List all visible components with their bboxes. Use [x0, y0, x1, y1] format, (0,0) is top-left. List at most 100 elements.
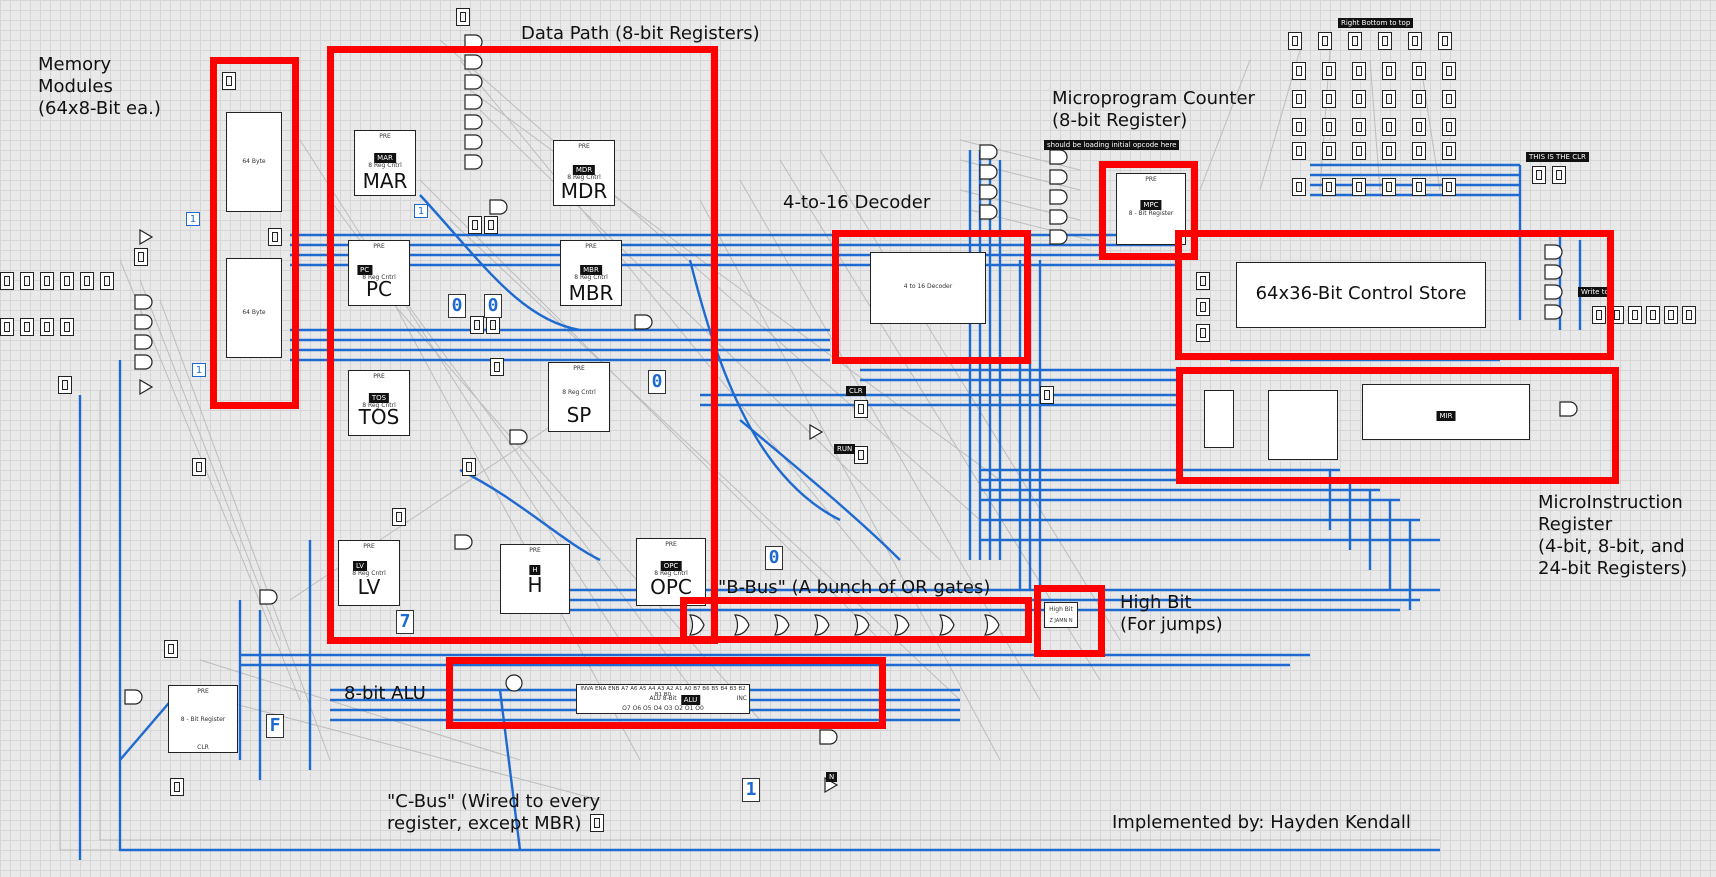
cs-input-pin[interactable] — [1292, 142, 1306, 160]
cs-input-pin[interactable] — [1382, 90, 1396, 108]
cs-input-pin[interactable] — [1382, 178, 1396, 196]
register-lv-label: LV — [357, 575, 381, 599]
data-input-pin[interactable] — [100, 272, 114, 290]
hex-display: F — [266, 714, 284, 738]
cs-input-pin[interactable] — [1378, 32, 1392, 50]
input-pin[interactable] — [392, 508, 406, 526]
cs-input-pin[interactable] — [1442, 62, 1456, 80]
cs-input-pin[interactable] — [1442, 178, 1456, 196]
input-pin[interactable] — [1196, 298, 1210, 316]
cs-input-pin[interactable] — [1322, 178, 1336, 196]
register-h: PRE H H — [500, 544, 570, 614]
cs-input-pin[interactable] — [1412, 178, 1426, 196]
cs-input-pin[interactable] — [1442, 90, 1456, 108]
addr-input-pin[interactable] — [0, 318, 14, 336]
input-pin[interactable] — [164, 640, 178, 658]
cs-input-pin[interactable] — [1382, 62, 1396, 80]
clr-input-pin[interactable] — [1532, 166, 1546, 184]
mir-24bit: MIR — [1362, 384, 1530, 440]
input-pin[interactable] — [462, 458, 476, 476]
hex-display: 1 — [742, 778, 760, 802]
input-pin[interactable] — [222, 72, 236, 90]
cs-input-pin[interactable] — [1382, 142, 1396, 160]
input-pin[interactable] — [456, 8, 470, 26]
cs-input-pin[interactable] — [1322, 90, 1336, 108]
label-b-bus: "B-Bus" (A bunch of OR gates) — [718, 577, 991, 598]
cs-input-pin[interactable] — [1442, 142, 1456, 160]
addr-input-pin[interactable] — [20, 318, 34, 336]
input-pin[interactable] — [484, 216, 498, 234]
input-pin[interactable] — [1196, 324, 1210, 342]
output-pin — [1628, 306, 1642, 324]
cs-input-pin[interactable] — [1382, 118, 1396, 136]
alu-8bit: INVA ENA ENB A7 A6 A5 A4 A3 A2 A1 A0 B7 … — [576, 684, 750, 714]
control-store-label: 64x36-Bit Control Store — [1255, 283, 1467, 304]
cs-input-pin[interactable] — [1352, 118, 1366, 136]
cs-input-pin[interactable] — [1412, 118, 1426, 136]
register-tos-label: TOS — [358, 405, 400, 429]
data-input-pin[interactable] — [40, 272, 54, 290]
clr-input-pin[interactable] — [1552, 166, 1566, 184]
cs-input-pin[interactable] — [1288, 32, 1302, 50]
cs-input-pin[interactable] — [1412, 142, 1426, 160]
cs-input-pin[interactable] — [1412, 62, 1426, 80]
cs-input-pin[interactable] — [1352, 178, 1366, 196]
cs-input-pin[interactable] — [1438, 32, 1452, 50]
cs-input-pin[interactable] — [1322, 62, 1336, 80]
cs-input-pin[interactable] — [1352, 90, 1366, 108]
register-opc-label: OPC — [650, 575, 692, 599]
register-mdr: PRE MDR 8 Reg Cntrl MDR — [553, 140, 615, 206]
input-pin[interactable] — [1196, 272, 1210, 290]
bus-wires — [78, 150, 1582, 860]
cs-input-pin[interactable] — [1412, 90, 1426, 108]
input-pin[interactable] — [468, 216, 482, 234]
cs-input-pin[interactable] — [1352, 62, 1366, 80]
input-pin[interactable] — [490, 358, 504, 376]
register-sp: PRE 8 Reg Cntrl SP — [548, 362, 610, 432]
cs-input-pin[interactable] — [1408, 32, 1422, 50]
cs-input-pin[interactable] — [1292, 62, 1306, 80]
input-pin[interactable] — [134, 248, 148, 266]
addr-input-pin[interactable] — [60, 318, 74, 336]
constant-one: 1 — [192, 363, 206, 377]
cs-input-pin[interactable] — [1292, 118, 1306, 136]
register-8bit-aux: PRE 8 - Bit Register CLR — [168, 685, 238, 753]
input-pin[interactable] — [192, 458, 206, 476]
cs-input-pin[interactable] — [1352, 142, 1366, 160]
addr-input-pin[interactable] — [40, 318, 54, 336]
input-pin[interactable] — [268, 228, 282, 246]
memory-module-2: 64 Byte — [226, 258, 282, 358]
cs-input-pin[interactable] — [1292, 178, 1306, 196]
output-pin — [1610, 306, 1624, 324]
hex-display: 0 — [648, 370, 666, 394]
register-mdr-label: MDR — [560, 179, 608, 203]
register-mar: PRE MAR 8 Reg Cntrl MAR — [354, 130, 416, 196]
input-pin[interactable] — [170, 778, 184, 796]
cs-input-pin[interactable] — [1318, 32, 1332, 50]
mir-8bit — [1268, 390, 1338, 460]
input-pin[interactable] — [58, 376, 72, 394]
input-pin[interactable] — [486, 316, 500, 334]
data-input-pin[interactable] — [60, 272, 74, 290]
data-input-pin[interactable] — [20, 272, 34, 290]
cs-input-pin[interactable] — [1442, 118, 1456, 136]
clr-pin[interactable] — [854, 400, 868, 418]
input-pin[interactable] — [470, 316, 484, 334]
input-pin[interactable] — [590, 814, 604, 832]
input-pin[interactable] — [1040, 386, 1054, 404]
label-data-path: Data Path (8-bit Registers) — [521, 23, 760, 44]
register-mpc: PRE MPC 8 - Bit Register — [1116, 173, 1186, 245]
register-mbr-label: MBR — [568, 281, 614, 305]
note-right-bottom-top: Right Bottom to top — [1338, 18, 1414, 28]
data-input-pin[interactable] — [0, 272, 14, 290]
data-input-pin[interactable] — [80, 272, 94, 290]
cs-input-pin[interactable] — [1322, 142, 1336, 160]
mir-4bit — [1204, 390, 1234, 448]
constant-one: 1 — [186, 212, 200, 226]
run-pin[interactable] — [854, 446, 868, 464]
cs-input-pin[interactable] — [1292, 90, 1306, 108]
label-decoder: 4-to-16 Decoder — [783, 192, 931, 213]
cs-input-pin[interactable] — [1322, 118, 1336, 136]
cs-input-pin[interactable] — [1348, 32, 1362, 50]
